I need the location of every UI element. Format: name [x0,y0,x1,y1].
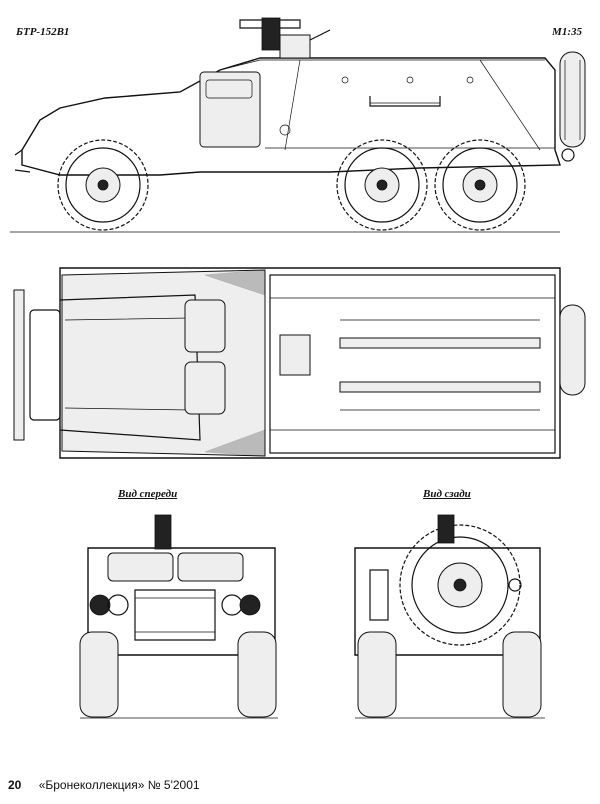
top-view [13,267,586,459]
rear-view-caption: Вид сзади [423,488,471,500]
side-wheel-front [57,139,149,231]
side-wheel-middle [336,139,428,231]
front-view-caption: Вид спереди [118,488,178,500]
page-number: 20 [8,778,22,792]
front-view [79,514,278,719]
rear-view [354,514,545,719]
magazine-issue: «Бронеколлекция» № 5'2001 [38,778,200,792]
side-wheel-rear [434,139,526,231]
page-footer: 20 «Бронеколлекция» № 5'2001 [8,778,214,792]
side-view [10,17,586,233]
scale-label: M1:35 [552,26,582,38]
drawing-title: БТР-152В1 [16,26,70,38]
